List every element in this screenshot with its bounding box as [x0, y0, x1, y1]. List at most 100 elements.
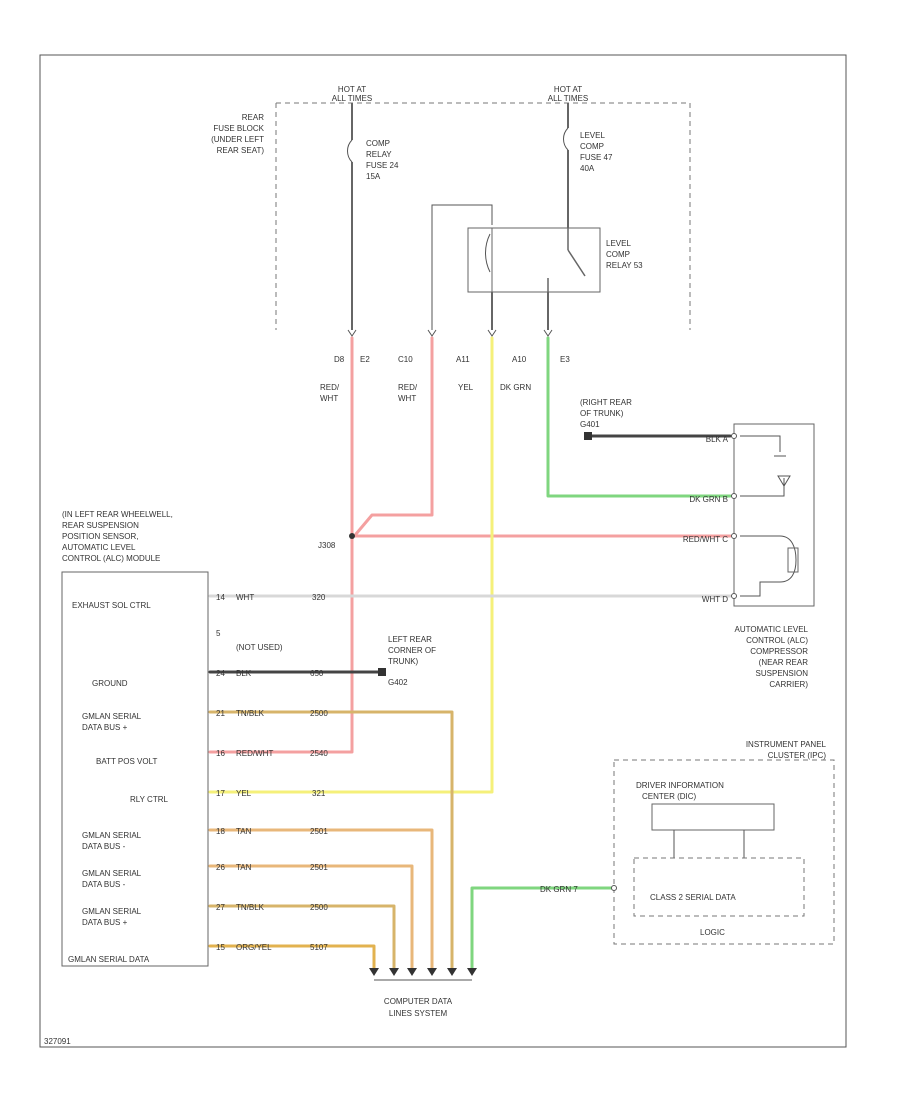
module-desc-1: (IN LEFT REAR WHEELWELL,	[62, 510, 173, 519]
module-row-wire: ORG/YEL	[236, 943, 272, 952]
module-row-3: GMLAN SERIAL DATA BUS + 21 TN/BLK 2500	[82, 709, 328, 732]
pin-d-terminal	[731, 593, 737, 599]
module-row-circuit: 2501	[310, 827, 328, 836]
compressor-motor-body	[787, 547, 799, 573]
hot-label-left-1: HOT AT	[338, 85, 366, 94]
module-row-7: GMLAN SERIAL DATA BUS - 26 TAN 2501	[82, 863, 328, 889]
compressor-pin-d: WHT D	[702, 595, 728, 604]
connector-chevron-d8	[347, 329, 357, 337]
compressor-pin-b: DK GRN B	[689, 495, 728, 504]
pin-c-terminal	[731, 533, 737, 539]
module-row-wire: TAN	[236, 827, 252, 836]
module-row-label: BATT POS VOLT	[96, 757, 157, 766]
wire-label-w1-2: WHT	[320, 394, 338, 403]
module-row-6: GMLAN SERIAL DATA BUS - 18 TAN 2501	[82, 827, 328, 851]
module-row-2: GROUND 24 BLK 650	[92, 669, 324, 688]
fuse47-symbol	[563, 127, 569, 151]
g402-label-1: LEFT REAR	[388, 635, 432, 644]
module-row-label-a: GMLAN SERIAL	[82, 831, 142, 840]
wire-org-yel	[208, 944, 376, 970]
wire-dk-grn-ipc	[470, 886, 614, 970]
module-row-pin: 18	[216, 827, 225, 836]
fuse24-symbol	[347, 139, 353, 163]
module-row-label: GMLAN SERIAL DATA	[68, 955, 150, 964]
module-desc-4: AUTOMATIC LEVEL	[62, 543, 136, 552]
compressor-label-2: CONTROL (ALC)	[746, 636, 808, 645]
cd-connector-4	[427, 968, 437, 976]
cd-connector-2	[389, 968, 399, 976]
pin-a-terminal	[731, 433, 737, 439]
fuse-block-label-2: FUSE BLOCK	[213, 124, 264, 133]
dic-label-2: CENTER (DIC)	[642, 792, 697, 801]
splice-label: J308	[318, 541, 336, 550]
fuse47-label-4: 40A	[580, 164, 595, 173]
connector-a11: A11	[456, 355, 470, 364]
fuse24-label-3: FUSE 24	[366, 161, 399, 170]
ipc-wire-label: DK GRN 7	[540, 885, 578, 894]
g401-ground-icon	[584, 432, 592, 440]
module-row-label-a: GMLAN SERIAL	[82, 869, 142, 878]
wire-tan-2	[208, 864, 414, 970]
module-row-circuit: 2500	[310, 709, 328, 718]
fuse-block-label-3: (UNDER LEFT	[211, 135, 264, 144]
computer-data-connectors	[369, 968, 477, 981]
wire-label-w2-2: WHT	[398, 394, 416, 403]
wire-tn-blk-1	[208, 710, 454, 970]
g402-ground-icon	[378, 668, 386, 676]
module-row-wire: TN/BLK	[236, 709, 265, 718]
module-row-circuit: 2540	[310, 749, 328, 758]
module-row-pin: 14	[216, 593, 225, 602]
compressor-label-3: COMPRESSOR	[750, 647, 808, 656]
ipc-title-2: CLUSTER (IPC)	[768, 751, 827, 760]
footer-code: 327091	[44, 1037, 71, 1046]
module-row-wire: TN/BLK	[236, 903, 265, 912]
diagram-frame	[39, 54, 847, 1048]
module-row-label-a: GMLAN SERIAL	[82, 907, 142, 916]
module-row-pin: 5	[216, 629, 221, 638]
relay-label-3: RELAY 53	[606, 261, 643, 270]
fuse24-label-1: COMP	[366, 139, 390, 148]
hot-label-right-1: HOT AT	[554, 85, 582, 94]
connector-d8: D8	[334, 355, 345, 364]
connector-chevron-a11	[487, 329, 497, 337]
module-row-pin: 27	[216, 903, 225, 912]
module-row-label: GROUND	[92, 679, 128, 688]
hot-label-left-2: ALL TIMES	[332, 94, 372, 103]
fuse47-label-3: FUSE 47	[580, 153, 613, 162]
module-row-pin: 21	[216, 709, 225, 718]
module-row-label-b: DATA BUS +	[82, 723, 128, 732]
module-row-circuit: 320	[312, 593, 326, 602]
relay-switch-blade	[567, 249, 586, 277]
fuse24-label-4: 15A	[366, 172, 381, 181]
module-desc-2: REAR SUSPENSION	[62, 521, 139, 530]
wire-label-w1-1: RED/	[320, 383, 340, 392]
ipc-title-1: INSTRUMENT PANEL	[746, 740, 827, 749]
module-row-circuit: 650	[310, 669, 324, 678]
cd-connector-3	[407, 968, 417, 976]
dic-label-1: DRIVER INFORMATION	[636, 781, 724, 790]
module-row-pin: 24	[216, 669, 225, 678]
module-row-wire: WHT	[236, 593, 254, 602]
fuse47-label-1: LEVEL	[580, 131, 605, 140]
fuse-block-label-1: REAR	[242, 113, 264, 122]
connector-c10: C10	[398, 355, 413, 364]
wire-red-wht-batt	[208, 336, 354, 754]
module-row-wire: RED/WHT	[236, 749, 273, 758]
module-desc-5: CONTROL (ALC) MODULE	[62, 554, 160, 563]
ipc-box	[613, 759, 835, 945]
module-row-8: GMLAN SERIAL DATA BUS + 27 TN/BLK 2500	[82, 903, 328, 927]
wire-tn-blk-2	[208, 904, 396, 970]
compressor-ground-symbol	[740, 435, 786, 457]
fuse-block-label-4: REAR SEAT)	[217, 146, 265, 155]
relay-box	[467, 227, 601, 293]
module-row-circuit: 5107	[310, 943, 328, 952]
module-row-pin: 26	[216, 863, 225, 872]
module-row-label-b: DATA BUS -	[82, 842, 126, 851]
connector-a10: A10	[512, 355, 527, 364]
wire-tan-1	[208, 828, 434, 970]
computer-data-label-1: COMPUTER DATA	[384, 997, 453, 1006]
class2-label: CLASS 2 SERIAL DATA	[650, 893, 736, 902]
compressor-pin-a: BLK A	[706, 435, 729, 444]
dic-box	[651, 803, 775, 831]
